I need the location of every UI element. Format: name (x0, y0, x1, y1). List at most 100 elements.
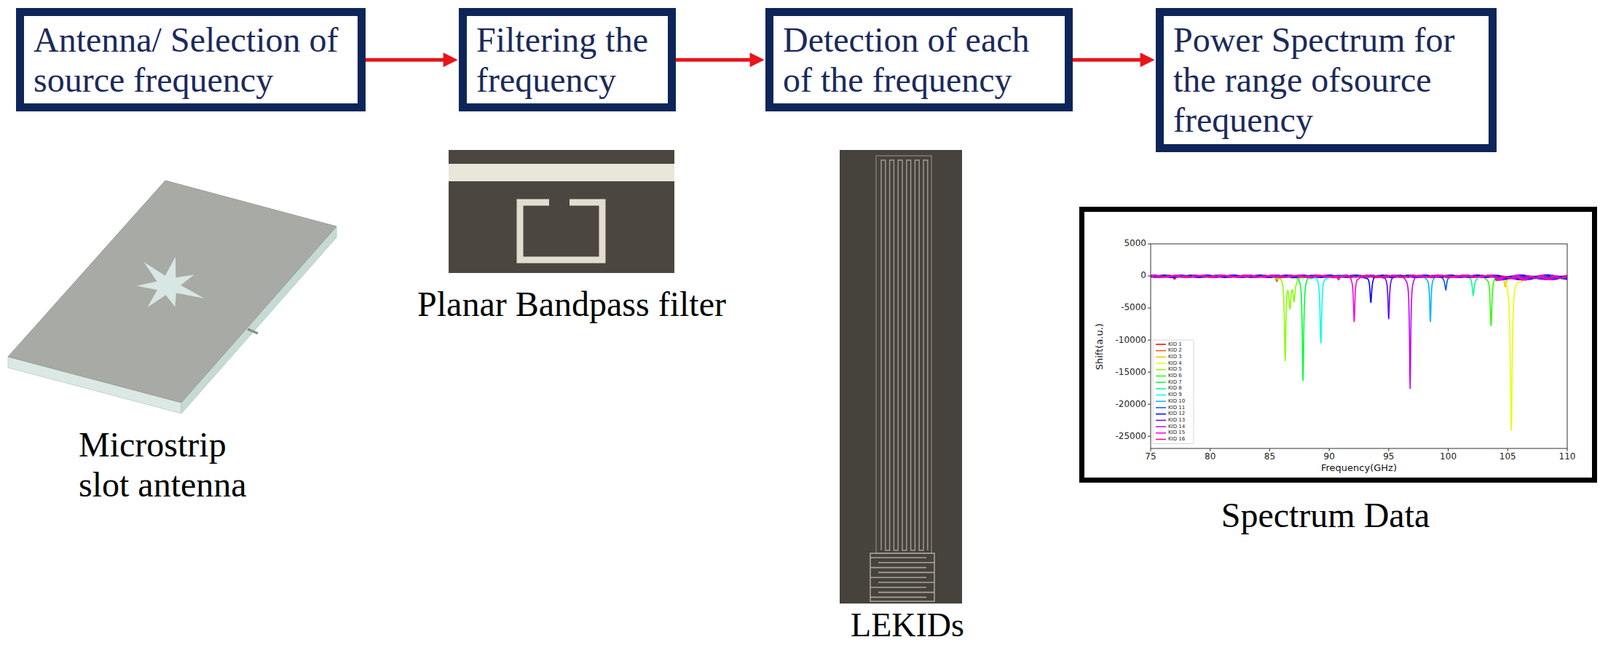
tick-label: 90 (1323, 452, 1335, 462)
lekid-meander-inductor (881, 160, 928, 551)
legend-line-sample (1155, 439, 1166, 441)
box-text: Filtering the frequency (476, 19, 659, 100)
legend-text: KID 10 (1168, 399, 1185, 405)
legend-line-sample (1155, 362, 1166, 365)
flow-arrow (365, 58, 448, 62)
spectrum-chart (1147, 243, 1568, 452)
part-label: LEKIDs (850, 608, 965, 643)
spectrum-curves (1150, 274, 1568, 431)
axis-title: Shift(a.u.) (1094, 323, 1105, 370)
tick-label: -20000 (1114, 399, 1147, 410)
tick-label: -25000 (1114, 431, 1147, 442)
lekid-interdigital-capacitor (870, 557, 935, 598)
tick-label: -5000 (1120, 302, 1147, 313)
filter-substrate (448, 150, 675, 274)
tick-mark (1147, 436, 1151, 437)
legend-line-sample (1155, 381, 1166, 384)
tick-mark (1388, 448, 1389, 452)
legend-text: KID 6 (1168, 373, 1182, 379)
kid-curve (1150, 275, 1568, 344)
legend-text: KID 1 (1168, 342, 1182, 348)
antenna-feed-slot (247, 329, 258, 334)
filter-photo (448, 150, 675, 274)
tick-label: 110 (1559, 452, 1576, 462)
lekid-photo (839, 150, 963, 604)
chart-frame (1082, 209, 1595, 481)
tick-mark (1147, 404, 1151, 405)
process-box: Detection of each of the frequency (765, 8, 1073, 112)
kid-curve (1150, 275, 1568, 362)
tick-label: 105 (1499, 452, 1517, 462)
legend-line-sample (1155, 426, 1166, 428)
kid-curve (1150, 275, 1568, 322)
legend-frame (1152, 340, 1194, 445)
legend-text: KID 2 (1168, 348, 1182, 354)
lekid-inductor-outline (876, 155, 932, 554)
legend-text: KID 8 (1168, 385, 1182, 392)
legend-text: KID 16 (1168, 436, 1185, 443)
part-label: Planar Bandpass filter (417, 284, 727, 325)
kid-curve (1150, 274, 1568, 327)
process-box: Antenna/ Selection of source frequency (16, 8, 366, 112)
legend-line-sample (1155, 388, 1166, 390)
tick-mark (1269, 448, 1271, 452)
part-label: Spectrum Data (1221, 495, 1431, 536)
tick-label: 80 (1204, 452, 1216, 462)
legend-text: KID 15 (1168, 430, 1185, 436)
legend-text: KID 9 (1168, 392, 1182, 398)
legend-line-sample (1155, 350, 1166, 352)
split-ring-resonator (519, 202, 603, 260)
legend-line-sample (1155, 394, 1166, 397)
tick-label: 85 (1264, 452, 1276, 462)
kid-curve (1150, 275, 1568, 390)
antenna-top-face (8, 180, 337, 403)
tick-label: 95 (1382, 452, 1394, 462)
part-label: Microstrip slot antenna (78, 424, 261, 505)
legend-line-sample (1155, 407, 1166, 409)
tick-mark (1447, 448, 1449, 452)
process-box: Power Spectrum for the range ofsource fr… (1155, 8, 1497, 153)
legend-line-sample (1155, 343, 1166, 346)
tick-mark (1147, 276, 1151, 277)
antenna-illustration (8, 180, 337, 414)
plot-axes (1150, 243, 1568, 449)
axis-title: Frequency(GHz) (1321, 463, 1397, 474)
tick-label: 75 (1144, 452, 1156, 462)
legend-text: KID 12 (1168, 411, 1185, 417)
lekid-substrate (839, 150, 963, 604)
tick-label: 5000 (1123, 238, 1147, 249)
tick-mark (1147, 372, 1151, 373)
legend-line-sample (1155, 420, 1166, 422)
kid-curve (1150, 275, 1568, 432)
legend-line-sample (1155, 369, 1166, 371)
lekid-capacitor-outline (870, 553, 935, 602)
kid-curve (1150, 275, 1568, 323)
legend-line-sample (1155, 401, 1166, 403)
legend-text: KID 14 (1168, 424, 1185, 430)
flow-arrow (675, 58, 754, 62)
tick-mark (1209, 448, 1211, 452)
legend-text: KID 5 (1168, 367, 1182, 373)
kid-curve (1150, 275, 1568, 281)
legend-text: KID 7 (1168, 380, 1182, 386)
box-text: Power Spectrum for the range ofsource fr… (1173, 19, 1480, 141)
kid-curve (1150, 275, 1568, 296)
star-slot (136, 257, 204, 308)
tick-mark (1507, 448, 1509, 452)
legend-line-sample (1155, 413, 1166, 416)
legend-text: KID 11 (1168, 405, 1185, 411)
legend-line-sample (1155, 432, 1166, 435)
tick-label: -15000 (1114, 367, 1147, 378)
tick-mark (1147, 340, 1151, 341)
tick-mark (1150, 448, 1152, 452)
legend-line-sample (1155, 356, 1166, 359)
tick-mark (1567, 448, 1568, 452)
legend-line-sample (1155, 375, 1166, 378)
process-box: Filtering the frequency (458, 8, 676, 112)
tick-label: 0 (1140, 270, 1147, 281)
tick-label: -10000 (1114, 335, 1147, 346)
box-text: Antenna/ Selection of source frequency (33, 19, 349, 100)
tick-mark (1329, 448, 1330, 452)
legend-text: KID 4 (1168, 361, 1182, 367)
